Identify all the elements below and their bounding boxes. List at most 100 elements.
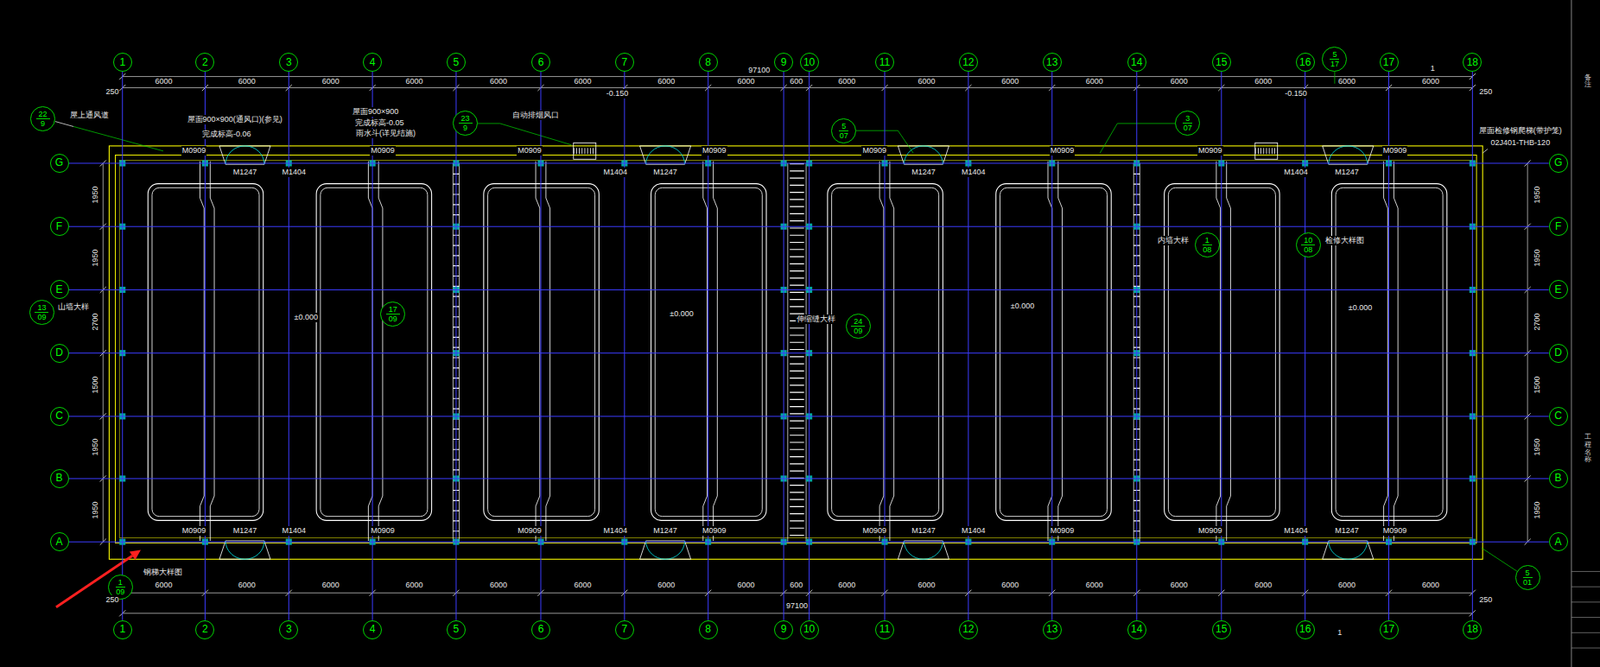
sheet-number: 09 — [853, 326, 863, 336]
ladder — [1255, 142, 1278, 159]
axis-label: 15 — [1215, 623, 1227, 635]
axis-label: 16 — [1299, 623, 1311, 635]
door — [219, 146, 271, 165]
detail-number: 13 — [34, 303, 49, 313]
tank — [827, 161, 943, 541]
dimension-text: 1950 — [1531, 501, 1542, 521]
axis-bubble: C — [50, 406, 70, 426]
tank — [1164, 161, 1280, 541]
axis-label: A — [1555, 536, 1562, 548]
grid-line — [623, 71, 625, 621]
dimension-text: 1500 — [1531, 374, 1542, 394]
dimension-text: 6000 — [1337, 76, 1357, 87]
door-tag: M0909 — [516, 146, 543, 156]
grid-line — [69, 541, 1550, 543]
note-text: ±0.000 — [1347, 303, 1373, 313]
dimension-text: 6000 — [572, 76, 592, 87]
axis-bubble: 5 — [446, 620, 466, 640]
axis-label: 10 — [803, 623, 815, 635]
axis-bubble: 12 — [958, 52, 978, 72]
axis-label: 6 — [538, 623, 545, 635]
detail-callout: 501 — [1515, 565, 1541, 591]
detail-callout: 517 — [1321, 46, 1347, 72]
tank — [651, 161, 767, 541]
axis-bubble: F — [1549, 216, 1569, 236]
axis-label: 17 — [1383, 57, 1395, 69]
note-text: ±0.000 — [1009, 301, 1035, 312]
annotation-arrowhead — [129, 550, 141, 560]
dimension-text: 6000 — [405, 76, 425, 87]
door — [640, 146, 692, 165]
axis-label: 12 — [962, 623, 974, 635]
axis-bubble: G — [50, 153, 70, 173]
grid-line — [121, 71, 123, 621]
dimension-text: 1950 — [1531, 248, 1542, 268]
axis-bubble: 18 — [1462, 52, 1482, 72]
detail-callout: 229 — [30, 106, 56, 132]
axis-bubble: E — [50, 279, 70, 299]
axis-label: D — [55, 347, 64, 359]
door-tag: M0909 — [861, 146, 888, 156]
axis-label: F — [56, 221, 63, 233]
dimension-text: 6000 — [1169, 76, 1189, 87]
note-text: 自动排烟风口 — [511, 110, 560, 121]
door-tag: M1247 — [652, 167, 679, 178]
detail-note: 山墙大样 — [57, 302, 90, 312]
total-dimension: 97100 — [747, 65, 771, 76]
note-text: -0.150 — [605, 88, 630, 99]
grid-line — [967, 71, 969, 621]
note-text: -0.150 — [1283, 88, 1308, 99]
axis-label: 18 — [1466, 623, 1479, 635]
axis-bubble: 13 — [1042, 52, 1062, 72]
detail-callout: 507 — [831, 118, 857, 144]
detail-number: 5 — [1523, 568, 1533, 578]
dimension-text: 250 — [104, 595, 120, 605]
detail-callout: 307 — [1174, 110, 1200, 136]
sheet-number: 17 — [1330, 59, 1340, 69]
axis-bubble: 11 — [875, 52, 895, 72]
axis-bubble: 11 — [875, 620, 895, 640]
dimension-text: 6000 — [1421, 76, 1441, 87]
dimension-text: 6000 — [237, 580, 257, 591]
axis-bubble: 3 — [279, 52, 299, 72]
axis-label: G — [55, 157, 64, 169]
axis-label: 8 — [704, 57, 712, 69]
dimension-text: 1500 — [89, 374, 100, 394]
door-tag: M0909 — [1197, 526, 1224, 536]
leader-line — [1333, 71, 1335, 84]
dimension-text: 6000 — [1000, 76, 1020, 87]
door-tag: M1404 — [280, 526, 307, 536]
axis-label: C — [1554, 410, 1562, 422]
detail-number: 17 — [386, 304, 400, 315]
axis-bubble: 9 — [774, 52, 794, 72]
dimension-text: 250 — [1478, 595, 1493, 605]
detail-number: 22 — [36, 109, 51, 120]
dimension-text: 6000 — [405, 580, 425, 591]
axis-label: 1 — [119, 57, 126, 69]
door — [897, 146, 949, 165]
grid-line — [69, 289, 1550, 291]
door-tag: M0909 — [1049, 526, 1076, 536]
grid-line — [69, 226, 1550, 228]
grid-line — [288, 71, 290, 621]
axis-bubble: 17 — [1379, 620, 1399, 640]
total-dimension: 97100 — [785, 601, 809, 611]
door-tag: M1247 — [1333, 167, 1360, 178]
axis-label: E — [1555, 284, 1562, 296]
dimension-text: 6000 — [488, 580, 508, 591]
dimension-text: 6000 — [916, 580, 936, 591]
dimension-text: 250 — [1478, 87, 1493, 97]
dimension-text: 6000 — [916, 76, 936, 87]
axis-bubble: E — [1549, 279, 1569, 299]
grid-line — [69, 415, 1550, 417]
axis-bubble: 8 — [698, 620, 718, 640]
axis-label: 17 — [1383, 623, 1395, 635]
detail-number: 3 — [1182, 114, 1193, 124]
grid-line — [69, 162, 1550, 164]
axis-bubble: 16 — [1295, 52, 1315, 72]
title-block-rows — [1571, 571, 1600, 648]
joint-hatch — [789, 163, 805, 542]
door — [1322, 540, 1374, 559]
note-text: 完成标高-0.05 — [354, 118, 406, 128]
